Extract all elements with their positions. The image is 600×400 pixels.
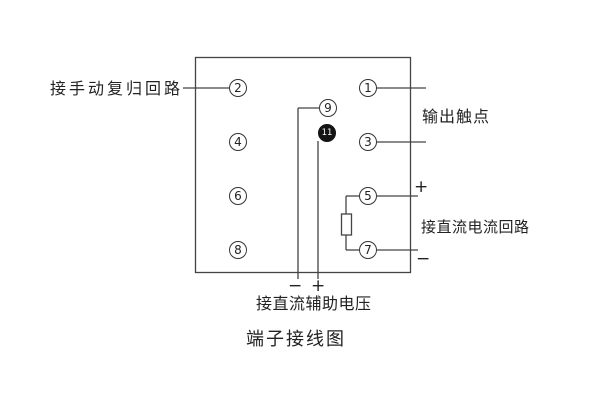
terminal-8-number: 8 — [234, 243, 242, 257]
label-manual-reset-circuit: 接手动复归回路 — [49, 79, 183, 98]
terminal-5-number: 5 — [364, 189, 372, 203]
label-dc-current-loop: 接直流电流回路 — [421, 218, 530, 236]
minus-sign-dc-current: − — [416, 249, 431, 269]
label-dc-aux-voltage: 接直流辅助电压 — [256, 294, 372, 313]
terminal-3-number: 3 — [364, 135, 372, 149]
terminal-4-number: 4 — [234, 135, 242, 149]
terminal-6: 6 — [229, 187, 247, 205]
terminal-2: 2 — [229, 79, 247, 97]
terminal-9: 9 — [319, 99, 337, 117]
terminal-6-number: 6 — [234, 189, 242, 203]
terminal-2-number: 2 — [234, 81, 242, 95]
minus-sign-aux-voltage: − — [288, 276, 303, 296]
terminal-block-outline — [194, 56, 412, 274]
terminal-3: 3 — [359, 133, 377, 151]
terminal-11: 11 — [318, 124, 336, 142]
resistor-symbol — [340, 213, 353, 236]
plus-sign-aux-voltage: + — [311, 276, 326, 296]
terminal-11-number: 11 — [321, 127, 333, 138]
terminal-1-number: 1 — [364, 81, 372, 95]
terminal-1: 1 — [359, 79, 377, 97]
label-output-contact: 输出触点 — [422, 107, 491, 126]
terminal-7-number: 7 — [364, 243, 372, 257]
plus-sign-dc-current: + — [414, 177, 429, 197]
terminal-9-number: 9 — [324, 101, 332, 115]
terminal-7: 7 — [359, 241, 377, 259]
terminal-8: 8 — [229, 241, 247, 259]
terminal-5: 5 — [359, 187, 377, 205]
terminal-4: 4 — [229, 133, 247, 151]
diagram-title: 端子接线图 — [246, 329, 346, 350]
